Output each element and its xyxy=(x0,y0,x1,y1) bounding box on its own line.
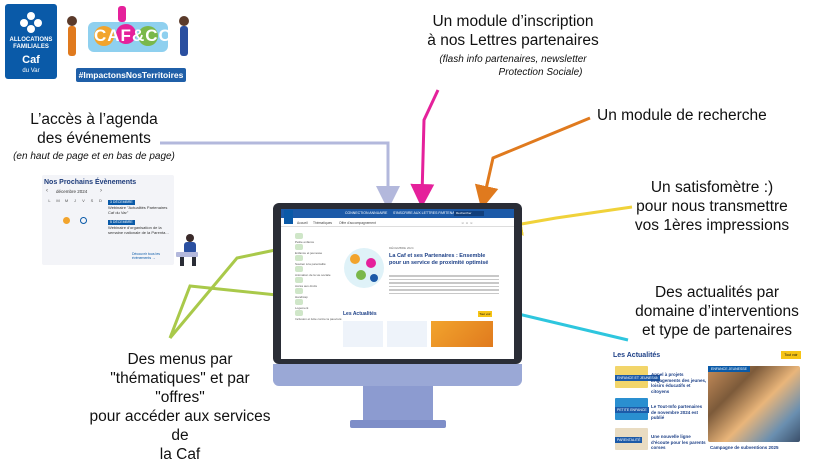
topbar-link[interactable]: S'INSCRIRE AUX LETTRES PARTENAIRES xyxy=(393,211,463,215)
screen-news-card[interactable] xyxy=(431,321,493,347)
screen-news-button[interactable]: Tout voir xyxy=(478,311,492,317)
banner-title: CAF&CO xyxy=(94,26,173,45)
agenda-arrow xyxy=(160,141,400,210)
news-featured-photo[interactable] xyxy=(708,366,800,442)
website-screen: CONNECTION ANNUAIRE S'INSCRIRE AUX LETTR… xyxy=(281,209,514,359)
banner-hashtag: #ImpactonsNosTerritoires xyxy=(76,68,186,82)
news-text: Appel à projets Engagements des jeunes, … xyxy=(651,372,707,394)
agenda-all-events-link[interactable]: Découvrir tous les évènements → xyxy=(132,252,161,260)
agenda-event[interactable]: 5 DÉCEMBRE Webinaire d'organisation de l… xyxy=(108,220,169,235)
news-card[interactable]: PARENTALITÉ Une nouvelle ligne d'écoute … xyxy=(615,428,707,458)
news-text: Une nouvelle ligne d'écoute pour les par… xyxy=(651,434,706,450)
logo-brand: Caf xyxy=(22,54,40,66)
news-featured-caption[interactable]: Campagne de subventions 2025 xyxy=(710,445,779,450)
nav-item[interactable]: Accueil xyxy=(297,221,308,225)
calendar-day-selected[interactable] xyxy=(63,217,70,224)
screen-search-input[interactable]: Rechercher xyxy=(454,211,484,216)
hero-body xyxy=(389,275,499,299)
nav-item[interactable]: Thématiques xyxy=(313,221,333,225)
screen-news-title: Les Actualités xyxy=(343,311,377,317)
logo-dept: du Var xyxy=(22,68,40,74)
screen-news-card[interactable] xyxy=(343,321,383,347)
monitor-base xyxy=(350,420,446,428)
annotation-search: Un module de recherche xyxy=(597,107,767,124)
satisfaction-arrow xyxy=(498,205,633,236)
annotation-menus: Des menus par "thématiques" et par "offr… xyxy=(89,351,271,463)
news-widget-button[interactable]: Tout voir xyxy=(781,351,801,359)
caf-emblem-icon xyxy=(20,12,42,33)
annotation-news: Des actualités par domaine d’interventio… xyxy=(635,284,799,339)
sidebar-item[interactable]: Petite enfance xyxy=(295,233,314,244)
monitor-stand xyxy=(363,386,433,424)
screen-navbar: Accueil Thématiques Offre d'accompagneme… xyxy=(281,220,514,227)
news-badge: PETITE ENFANCE xyxy=(615,407,649,413)
annotation-agenda: L’accès à l’agenda des événements (en ha… xyxy=(13,111,175,162)
calendar-day-today[interactable] xyxy=(80,217,87,224)
calendar-next-icon[interactable]: › xyxy=(100,188,102,194)
nav-item[interactable]: Offre d'accompagnement xyxy=(339,221,376,225)
news-widget-title: Les Actualités xyxy=(613,352,661,359)
calendar-prev-icon[interactable]: ‹ xyxy=(46,188,48,194)
cafco-banner: CAF&CO #ImpactonsNosTerritoires xyxy=(64,6,192,82)
screen-logo xyxy=(284,210,293,224)
menus-arrow-2 xyxy=(168,283,308,339)
news-card[interactable]: PETITE ENFANCE Le Tout-Info partenaires … xyxy=(615,398,707,428)
hero-illustration xyxy=(344,248,384,288)
person-laptop-illustration xyxy=(176,234,198,266)
search-arrow xyxy=(474,116,591,210)
satisfaction-widget[interactable]: ☺ ☺ ☺ xyxy=(461,221,473,225)
sidebar-item[interactable]: Animation de la vie sociale xyxy=(295,266,331,277)
puzzle-people-illustration xyxy=(67,6,189,56)
news-badge: ENFANCE ET JEUNESSE xyxy=(615,375,661,381)
agenda-title: Nos Prochains Évènements xyxy=(44,179,137,186)
news-card[interactable]: ENFANCE ET JEUNESSE Appel à projets Enga… xyxy=(615,366,707,396)
sidebar-item[interactable]: Inclusion et lutte contre la pauvreté xyxy=(295,310,342,321)
sidebar-item[interactable]: Handicap xyxy=(295,288,308,299)
sidebar-item[interactable]: Soutien à la parentalité xyxy=(295,255,326,266)
hero-title: La Caf et ses Partenaires : Ensemble pou… xyxy=(389,253,489,266)
news-badge: PARENTALITÉ xyxy=(615,437,643,443)
screen-news-card[interactable] xyxy=(387,321,427,347)
news-widget: Les Actualités Tout voir ENFANCE ET JEUN… xyxy=(607,348,801,463)
calendar-month: décembre 2024 xyxy=(56,189,88,194)
annotation-newsletter: Un module d’inscription à nos Lettres pa… xyxy=(427,13,599,78)
newsletter-arrow xyxy=(410,89,440,208)
sidebar-item[interactable]: Accès aux droits xyxy=(295,277,317,288)
annotation-satisfaction: Un satisfomètre :) pour nous transmettre… xyxy=(634,179,790,234)
sidebar-item[interactable]: Enfance et jeunesse xyxy=(295,244,322,255)
screen-topbar: CONNECTION ANNUAIRE S'INSCRIRE AUX LETTR… xyxy=(281,209,514,218)
monitor-chin xyxy=(273,364,522,386)
hero-kicker: DÉCEMBRE 2024 xyxy=(389,246,414,250)
news-text: Le Tout-Info partenaires de novembre 202… xyxy=(651,404,703,420)
agenda-widget: Nos Prochains Évènements décembre 2024 ‹… xyxy=(42,175,174,265)
sidebar-item[interactable]: Logement xyxy=(295,299,308,310)
agenda-event[interactable]: 3 DÉCEMBRE Webinaire "Actualités Partena… xyxy=(108,200,168,215)
topbar-link[interactable]: CONNECTION ANNUAIRE xyxy=(345,211,388,215)
news-featured-badge: ENFANCE JEUNESSE xyxy=(708,366,750,372)
